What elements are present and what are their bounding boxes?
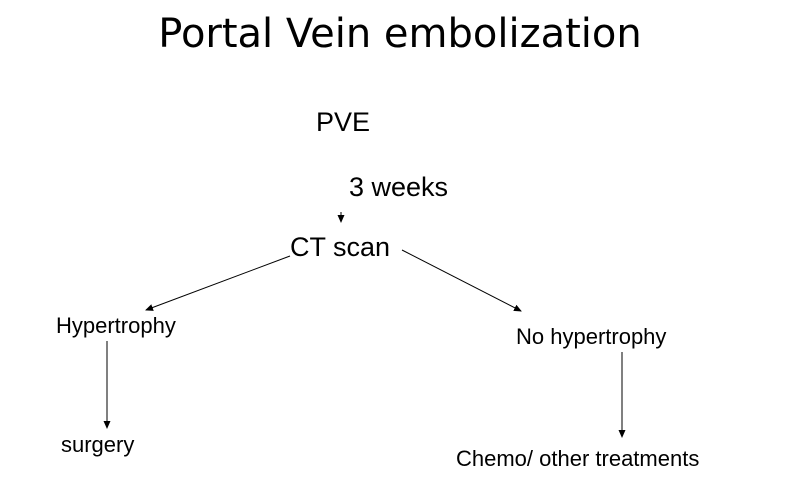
node-no-hypertrophy: No hypertrophy	[516, 324, 667, 349]
arrow-ct-to-hypertrophy	[145, 255, 291, 311]
node-ct-scan: CT scan	[290, 232, 391, 262]
slide-title: Portal Vein embolization	[158, 11, 642, 57]
node-hypertrophy: Hypertrophy	[56, 313, 176, 338]
node-pve: PVE	[316, 107, 371, 137]
node-chemo-other-treatments: Chemo/ other treatments	[456, 446, 700, 471]
arrow-ct-to-no-hypertrophy	[401, 249, 522, 312]
node-surgery: surgery	[61, 432, 135, 457]
node-3-weeks: 3 weeks	[349, 172, 449, 202]
